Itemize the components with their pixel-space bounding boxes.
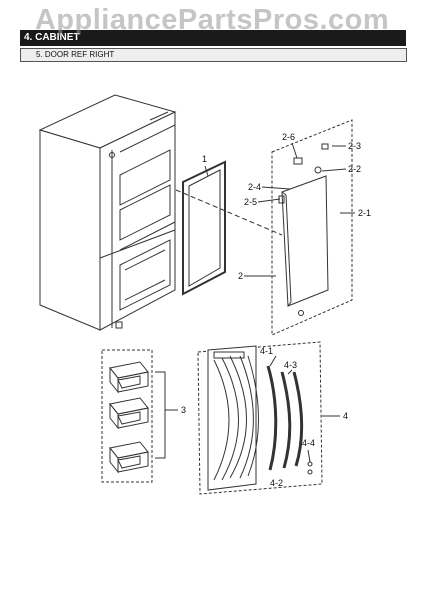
callout-2: 2: [238, 271, 243, 281]
callout-2-4: 2-4: [248, 182, 261, 192]
callout-1: 1: [202, 154, 207, 164]
cap-part: [321, 143, 329, 150]
callout-2-5: 2-5: [244, 197, 257, 207]
callout-2-3: 2-3: [348, 141, 361, 151]
section-title: 4. CABINET: [24, 32, 80, 43]
screw-part: [314, 166, 322, 174]
door-panel: [281, 175, 329, 316]
rail-set-box: [197, 341, 323, 495]
door-bin: [109, 361, 149, 394]
door-bins-box: [101, 349, 153, 483]
callout-2-1: 2-1: [358, 208, 371, 218]
door-bin: [109, 397, 149, 430]
subsection-title: 5. DOOR REF RIGHT: [36, 50, 115, 59]
rail-part: [292, 371, 304, 467]
door-assembly-box: [271, 119, 353, 336]
callout-3: 3: [181, 405, 186, 415]
door-bin: [109, 441, 149, 474]
door-gasket: [182, 160, 226, 296]
callout-4-4: 4-4: [302, 438, 315, 448]
callout-2-2: 2-2: [348, 164, 361, 174]
callout-4-2: 4-2: [270, 478, 283, 488]
refrigerator-cabinet: [38, 94, 177, 331]
rail-part: [266, 365, 278, 471]
hinge-part: [293, 157, 303, 165]
inner-door-liner: [207, 345, 259, 491]
section-header-bar: [20, 30, 406, 46]
callout-4: 4: [343, 411, 348, 421]
subsection-header-bar: [20, 48, 407, 62]
rail-part: [280, 371, 292, 469]
callout-4-1: 4-1: [260, 346, 273, 356]
callout-2-6: 2-6: [282, 132, 295, 142]
callout-4-3: 4-3: [284, 360, 297, 370]
